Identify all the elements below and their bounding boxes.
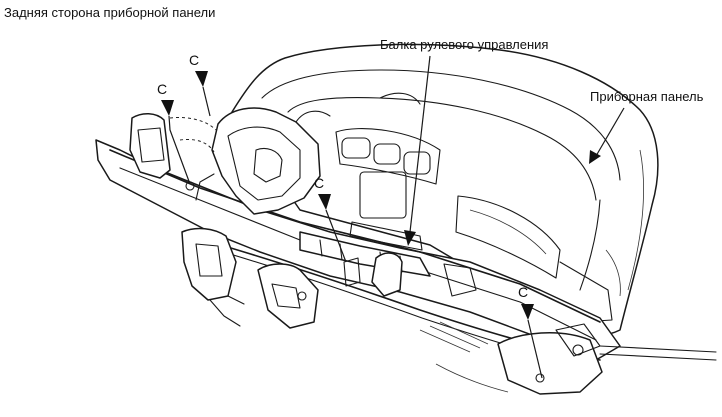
steering-hanger-beam: [95, 139, 717, 395]
clip-letter: C: [518, 284, 528, 300]
down-arrow-icon: [195, 71, 208, 87]
steering-beam-label: Балка рулевого управления: [380, 37, 548, 52]
diagram-title: Задняя сторона приборной панели: [4, 5, 215, 20]
left-mounting-bracket: [129, 113, 245, 327]
instrument-panel-label: Приборная панель: [590, 89, 704, 104]
clip-marker-3: C: [314, 175, 347, 263]
clip-marker-1: C: [189, 52, 211, 117]
clip-letter: C: [189, 52, 199, 68]
clip-marker-2: C: [157, 81, 191, 185]
air-duct-unit: [169, 107, 331, 215]
down-arrow-icon: [318, 194, 331, 210]
down-arrow-icon: [161, 100, 174, 116]
clip-letter: C: [314, 175, 324, 191]
leader-arrowhead-icon: [589, 150, 601, 164]
steering-beam-callout: Балка рулевого управления: [380, 37, 548, 246]
clip-letter: C: [157, 81, 167, 97]
instrument-panel-callout: Приборная панель: [589, 89, 704, 164]
clip-marker-4: C: [518, 284, 543, 379]
leader-arrowhead-icon: [404, 230, 416, 246]
down-arrow-icon: [521, 304, 534, 320]
